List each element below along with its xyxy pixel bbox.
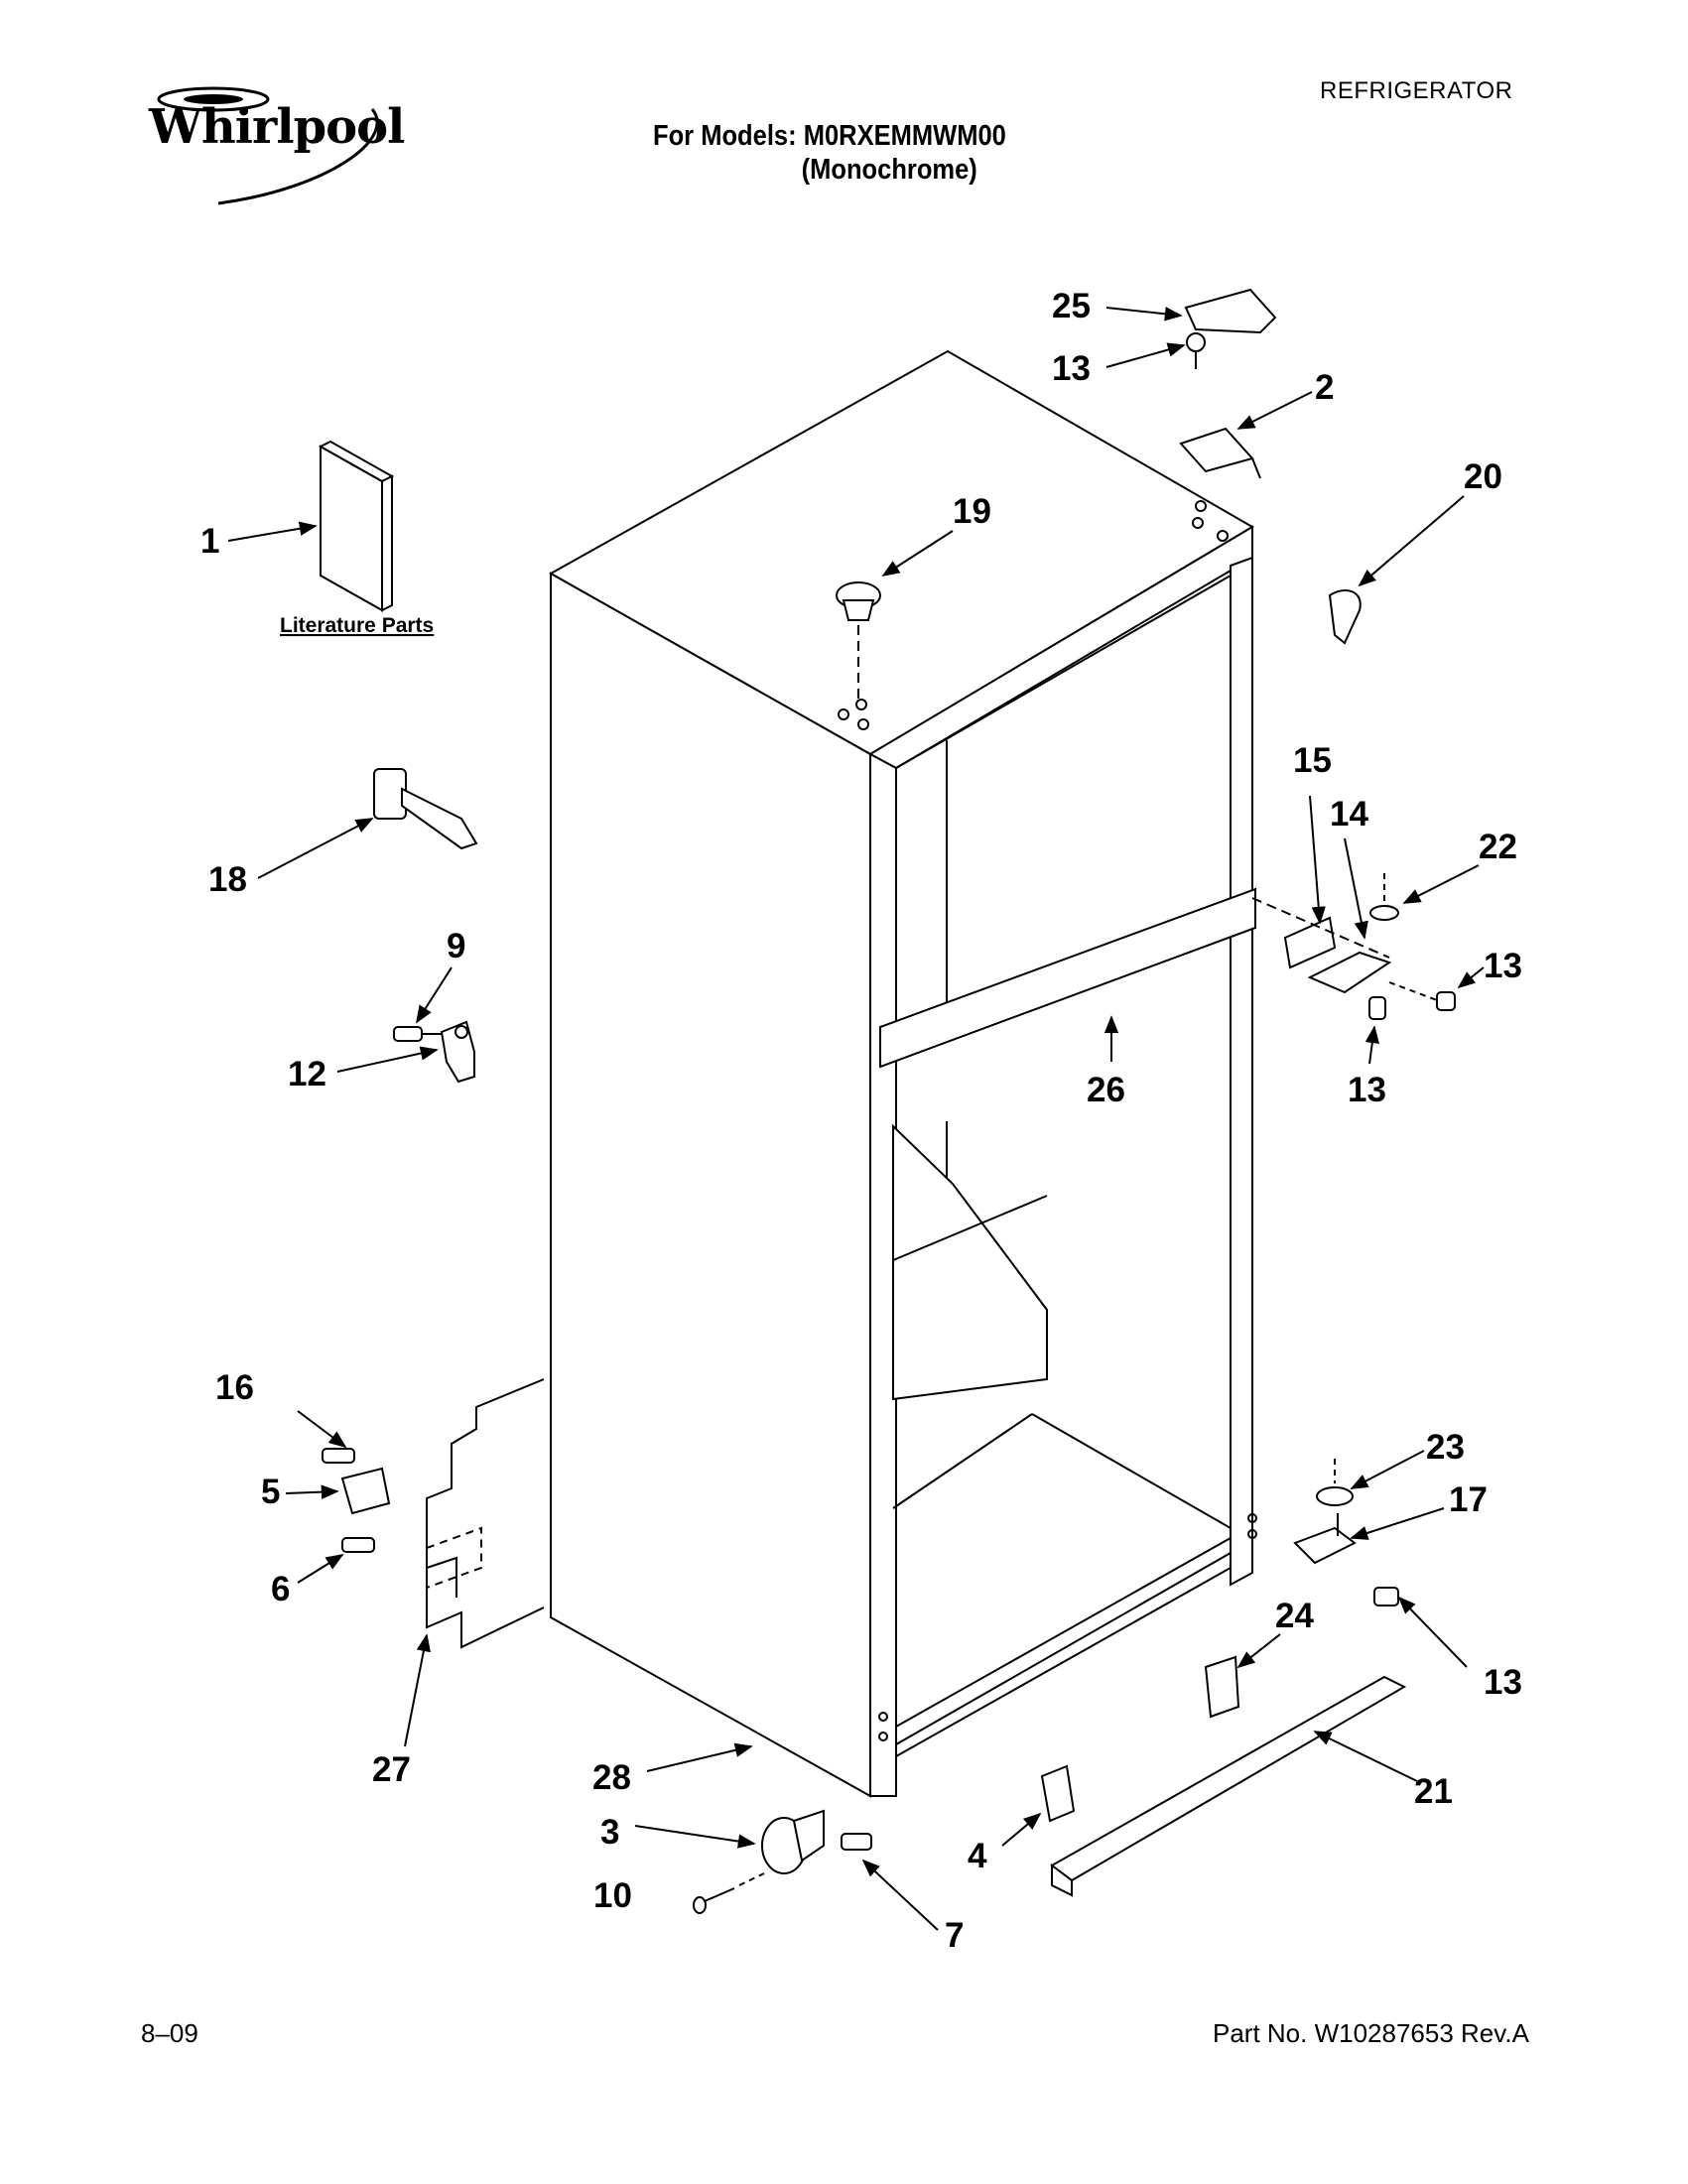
part-15-bracket bbox=[1283, 916, 1337, 969]
brand-wordmark: Whirlpool bbox=[149, 99, 405, 155]
callout-19: 19 bbox=[953, 492, 991, 531]
leader-arrows bbox=[227, 307, 1485, 1931]
callout-labels: 1 2 3 4 5 6 7 9 10 12 13 13 13 13 14 15 … bbox=[200, 287, 1522, 1955]
callout-24: 24 bbox=[1275, 1597, 1314, 1635]
callout-25: 25 bbox=[1052, 287, 1091, 325]
part-25-cap bbox=[1184, 288, 1277, 334]
callout-28: 28 bbox=[592, 1758, 631, 1797]
callout-3: 3 bbox=[600, 1813, 619, 1852]
callout-26: 26 bbox=[1087, 1071, 1125, 1109]
part-16-screw bbox=[322, 1448, 355, 1464]
part-13-screws-mid bbox=[1368, 981, 1456, 1020]
callout-7: 7 bbox=[945, 1916, 964, 1955]
part-20-trim bbox=[1328, 589, 1362, 645]
callout-20: 20 bbox=[1464, 457, 1502, 496]
callout-14: 14 bbox=[1330, 795, 1368, 834]
part-17-hinge-bottom bbox=[1293, 1513, 1357, 1565]
part-19-plug bbox=[836, 581, 881, 700]
callout-10: 10 bbox=[593, 1876, 632, 1915]
part-12-screw bbox=[393, 1026, 442, 1042]
finish-line: (Monochrome) bbox=[801, 154, 977, 186]
models-heading: For Models: M0RXEMMWM00 (Monochrome) bbox=[653, 119, 1006, 187]
part-9-clip bbox=[440, 1020, 475, 1084]
part-27-bracket bbox=[426, 1526, 482, 1589]
part-24-clip bbox=[1204, 1655, 1240, 1719]
callout-13-mid: 13 bbox=[1348, 1071, 1386, 1109]
callout-16: 16 bbox=[215, 1368, 254, 1407]
callout-2: 2 bbox=[1315, 368, 1334, 407]
part-2-hinge-top bbox=[1179, 427, 1261, 479]
part-10-pin bbox=[693, 1872, 765, 1914]
literature-parts-label: Literature Parts bbox=[280, 614, 434, 637]
callout-13-top: 13 bbox=[1052, 349, 1091, 388]
part-22-washer bbox=[1369, 873, 1399, 921]
part-1-literature bbox=[318, 440, 395, 612]
callout-18: 18 bbox=[208, 860, 247, 899]
callout-1: 1 bbox=[200, 522, 219, 561]
category-label: REFRIGERATOR bbox=[1320, 77, 1513, 104]
part-21-grille bbox=[1050, 1675, 1407, 1897]
part-14-hinge bbox=[1251, 897, 1392, 994]
callout-21: 21 bbox=[1414, 1772, 1453, 1811]
part-3-roller bbox=[761, 1809, 825, 1874]
part-5-clamp bbox=[340, 1467, 391, 1515]
callout-6: 6 bbox=[271, 1570, 290, 1608]
cabinet bbox=[426, 349, 1257, 1798]
callout-17: 17 bbox=[1449, 1480, 1488, 1519]
part-13-screw-top bbox=[1186, 332, 1206, 369]
callout-13-bottom: 13 bbox=[1484, 1663, 1522, 1702]
callout-5: 5 bbox=[261, 1473, 280, 1511]
callout-12: 12 bbox=[288, 1055, 326, 1093]
part-18-stop bbox=[373, 768, 478, 850]
callout-22: 22 bbox=[1479, 828, 1517, 866]
models-line: For Models: M0RXEMMWM00 bbox=[653, 120, 1006, 152]
whirlpool-logo bbox=[157, 86, 379, 205]
revision-date: 8–09 bbox=[141, 2018, 198, 2048]
callout-27: 27 bbox=[372, 1750, 411, 1789]
callout-15: 15 bbox=[1293, 741, 1332, 780]
part-13-screw-bottom bbox=[1373, 1587, 1399, 1606]
part-7-screw bbox=[841, 1833, 872, 1851]
part-6-screw bbox=[341, 1537, 375, 1553]
callout-9: 9 bbox=[447, 927, 465, 965]
part-number: Part No. W10287653 Rev.A bbox=[1213, 2018, 1529, 2048]
callout-4: 4 bbox=[968, 1837, 987, 1875]
part-23-washer bbox=[1316, 1459, 1354, 1506]
callout-23: 23 bbox=[1426, 1428, 1465, 1467]
callout-13-right: 13 bbox=[1484, 947, 1522, 985]
part-4-clip bbox=[1040, 1764, 1076, 1823]
